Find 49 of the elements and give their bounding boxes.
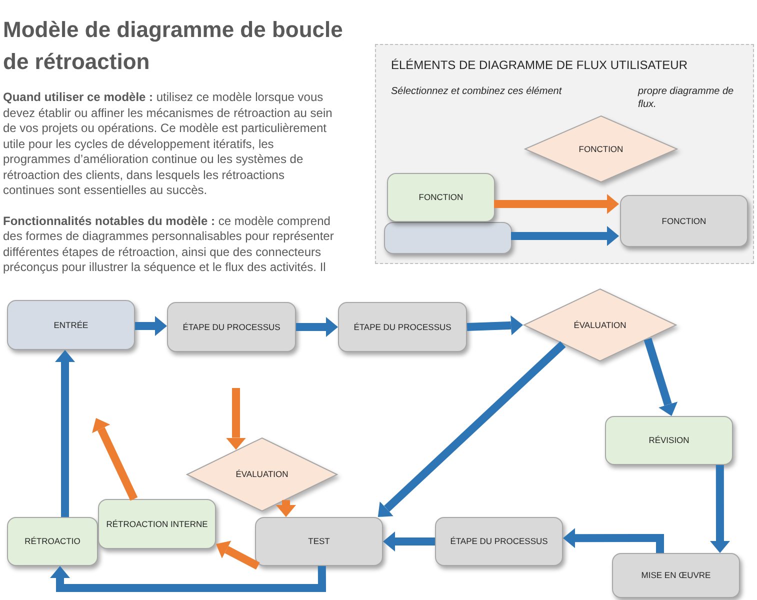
- process-box: [435, 517, 563, 566]
- step-label: MISE EN ŒUVRE: [641, 570, 711, 581]
- arrow: [644, 338, 678, 418]
- test-box: [255, 517, 383, 566]
- arrow: [276, 500, 296, 517]
- arrow: [494, 194, 619, 214]
- step-label: TEST: [308, 536, 330, 547]
- arrow: [296, 317, 338, 337]
- revision-box: [605, 416, 733, 465]
- input-box: [7, 300, 135, 350]
- process-box: [338, 302, 467, 352]
- decision-label: ÉVALUATION: [236, 469, 288, 480]
- elements-panel: [375, 44, 754, 264]
- function-box: [620, 195, 748, 247]
- step-label: FONCTION: [662, 216, 706, 226]
- step-label: RÉVISION: [648, 435, 690, 446]
- arrow: [375, 341, 566, 520]
- arrow: [50, 566, 326, 592]
- arrow: [563, 528, 664, 553]
- step-label: ÉTAPE DU PROCESSUS: [182, 322, 280, 332]
- arrow: [226, 388, 246, 450]
- arrow: [92, 416, 138, 501]
- arrow: [511, 226, 619, 246]
- step-label: ENTRÉE: [54, 320, 88, 330]
- feedback-box: [98, 499, 216, 549]
- decision-label: FONCTION: [578, 144, 624, 154]
- step-label: ÉTAPE DU PROCESSUS: [450, 536, 548, 547]
- step-label: RÉTROACTIO: [24, 536, 80, 547]
- arrow: [710, 465, 730, 553]
- arrow: [55, 350, 75, 517]
- step-label: RÉTROACTION INTERNE: [106, 518, 208, 530]
- instruction-text: Sélectionnez et combinez ces élément: [391, 85, 563, 98]
- process-box: [167, 302, 296, 352]
- decision-label: ÉVALUATION: [574, 320, 626, 330]
- instruction-text: propre diagramme de flux.: [638, 85, 735, 111]
- body-paragraph: Fonctionnalités notables du modèle : ce modèle comprend des formes de diagrammes personnalisables pour représenter différentes étapes de rétroaction, ainsi que des connecteurs préconçus pour illustrer la séquence et le flux des activités. Il: [3, 214, 335, 276]
- arrow: [466, 315, 524, 336]
- step-label: ÉTAPE DU PROCESSUS: [354, 322, 452, 332]
- feedback-box: [7, 517, 98, 566]
- panel-heading: ÉLÉMENTS DE DIAGRAMME DE FLUX UTILISATEUR: [391, 57, 688, 73]
- function-box: [387, 173, 495, 222]
- page-title: Modèle de diagramme de boucle de rétroaction: [3, 16, 344, 76]
- process-box: [384, 222, 512, 254]
- arrow: [135, 316, 167, 336]
- arrow: [214, 540, 260, 570]
- body-paragraph: Quand utiliser ce modèle : utilisez ce modèle lorsque vous devez établir ou affiner les mécanismes de rétroaction au sein de vos projets ou opérations. Ce modèle est particulièrement utile pour les cycles de développement itératifs, les programmes d’amélioration continue ou les systèmes de rétroaction des clients, dans lesquels les rétroactions continues sont essentielles au succès.: [3, 90, 334, 198]
- arrow: [383, 532, 435, 552]
- step-label: FONCTION: [418, 192, 464, 203]
- implementation-box: [612, 553, 740, 598]
